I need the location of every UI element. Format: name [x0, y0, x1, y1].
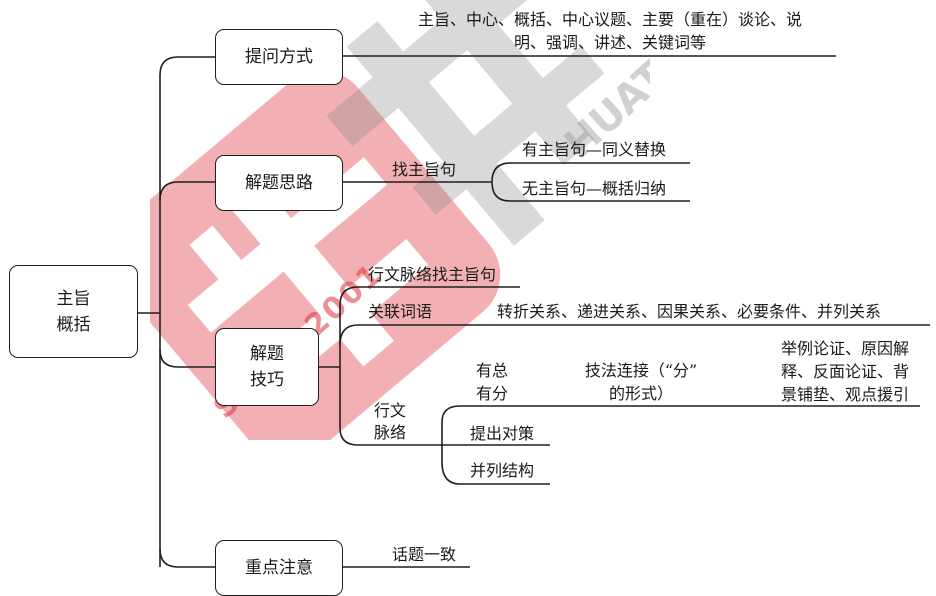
- total-part-line1: 有总: [475, 361, 508, 380]
- countermeasure: 提出对策: [470, 424, 535, 443]
- ask-style-label: 提问方式: [245, 47, 313, 67]
- branch-ask-style: 提问方式: [215, 29, 343, 85]
- context-label-line2: 脉络: [373, 423, 406, 442]
- method-line2: 的形式）: [608, 384, 673, 403]
- total-part-line2: 有分: [475, 384, 508, 403]
- connectives-detail: 转折关系、递进关系、因果关系、必要条件、并列关系: [497, 302, 882, 321]
- parallel-structure: 并列结构: [470, 461, 535, 480]
- approach-item-1: 有主旨句—同义替换: [522, 140, 667, 159]
- branch-technique: 解题 技巧: [215, 328, 319, 406]
- forms-line2: 释、反面论证、背: [780, 362, 909, 381]
- forms-line3: 景铺垫、观点援引: [780, 385, 909, 404]
- context-label-line1: 行文: [373, 401, 406, 420]
- branch-approach: 解题思路: [215, 155, 343, 211]
- root-label-line2: 概括: [56, 314, 91, 335]
- approach-item-2: 无主旨句—概括归纳: [522, 179, 667, 198]
- approach-label: 解题思路: [245, 173, 313, 193]
- connectives-label: 关联词语: [368, 302, 433, 321]
- forms-line1: 举例论证、原因解: [780, 339, 909, 358]
- note-detail: 话题一致: [392, 545, 457, 564]
- technique-label-line1: 解题: [250, 344, 284, 364]
- approach-sub: 找主旨句: [392, 160, 457, 179]
- note-label: 重点注意: [245, 558, 313, 578]
- root-node: 主旨 概括: [9, 265, 138, 358]
- technique-label-line2: 技巧: [250, 370, 284, 390]
- branch-note: 重点注意: [215, 540, 343, 596]
- ask-style-detail-line2: 明、强调、讲述、关键词等: [513, 33, 706, 52]
- root-label-line1: 主旨: [56, 288, 91, 309]
- ask-style-detail-line1: 主旨、中心、概括、中心议题、主要（重在）谈论、说: [417, 10, 802, 29]
- method-line1: 技法连接（“分”: [584, 361, 698, 380]
- context-find: 行文脉络找主旨句: [368, 265, 497, 284]
